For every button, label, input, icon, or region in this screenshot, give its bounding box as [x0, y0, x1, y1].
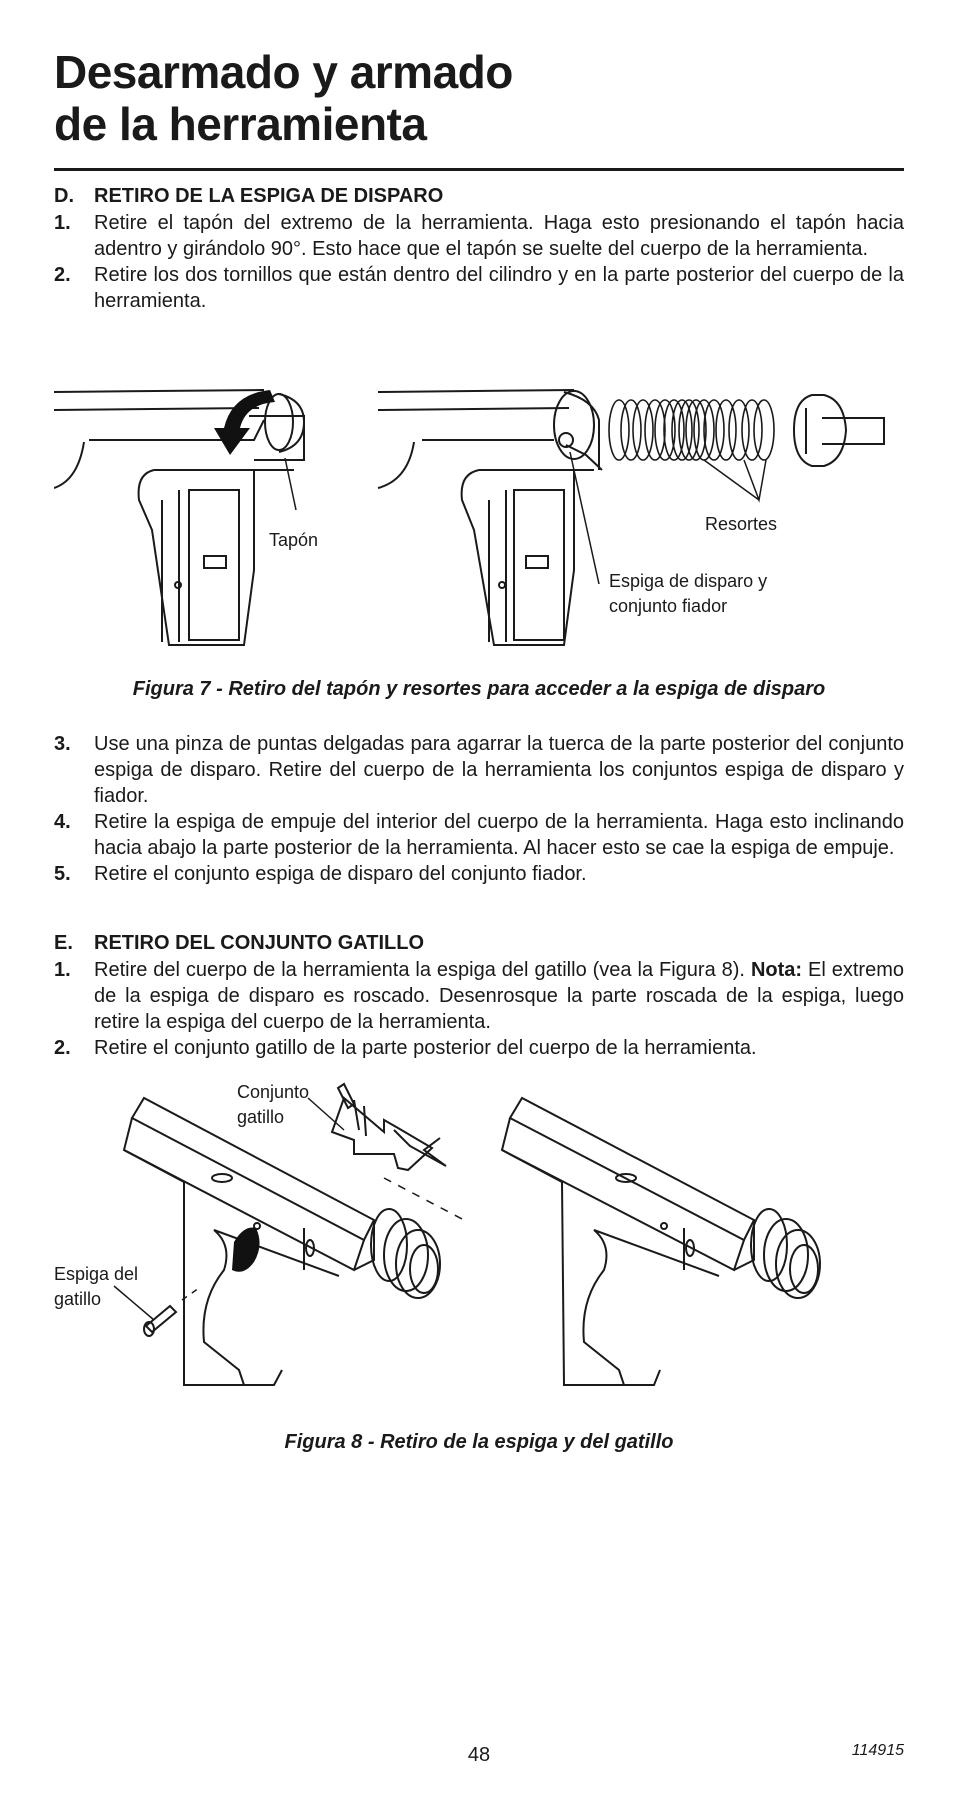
figure-7: Tapón [54, 360, 904, 660]
page-title-line1: Desarmado y armado [54, 46, 513, 98]
tool-left-drawing [54, 389, 306, 646]
figure-7-illustration: Tapón [54, 389, 885, 646]
end-cap-drawing [792, 394, 885, 467]
label-espiga-gatillo-line1: Espiga del [54, 1264, 138, 1284]
title-rule [54, 168, 904, 171]
section-d-title: RETIRO DE LA ESPIGA DE DISPARO [94, 185, 444, 207]
step-item: 2. Retire el conjunto gatillo de la part… [54, 1035, 904, 1061]
step-text: Retire del cuerpo de la herramienta la e… [94, 959, 745, 981]
label-espiga-gatillo-line2: gatillo [54, 1289, 101, 1309]
manual-page: Desarmado y armado de la herramienta D. R… [54, 0, 904, 1802]
note-label: Nota: [750, 959, 803, 981]
trigger-assembly-drawing [307, 1082, 465, 1221]
step-number: 1. [54, 959, 71, 981]
section-d-steps-continued: 3. Use una pinza de puntas delgadas para… [54, 731, 904, 887]
label-espiga-line2: conjunto fiador [609, 596, 727, 616]
step-item: 1. Retire del cuerpo de la herramienta l… [54, 957, 904, 1035]
label-conjunto-line1: Conjunto [237, 1082, 309, 1102]
document-code: 114915 [851, 1742, 904, 1759]
figure-8: Conjunto gatillo Espiga del gatillo [54, 1080, 904, 1420]
label-tapon: Tapón [269, 530, 318, 550]
step-text: Retire el conjunto gatillo de la parte p… [94, 1037, 757, 1059]
step-text: Retire el tapón del extremo de la herram… [94, 212, 904, 260]
trigger-icon [232, 1227, 260, 1272]
label-resortes: Resortes [705, 514, 777, 534]
section-e-letter: E. [54, 932, 73, 954]
section-e-title: RETIRO DEL CONJUNTO GATILLO [94, 932, 425, 954]
step-number: 1. [54, 212, 71, 234]
step-number: 2. [54, 264, 71, 286]
section-d-letter: D. [54, 185, 74, 207]
step-number: 3. [54, 733, 71, 755]
step-number: 5. [54, 863, 71, 885]
label-conjunto-line2: gatillo [237, 1107, 284, 1127]
figure-8-illustration: Conjunto gatillo Espiga del gatillo [54, 1082, 821, 1386]
page-title-line2: de la herramienta [54, 98, 427, 150]
section-e-heading: E. RETIRO DEL CONJUNTO GATILLO [54, 930, 424, 956]
page-title: Desarmado y armado de la herramienta [54, 46, 904, 150]
figure-7-caption: Figura 7 - Retiro del tapón y resortes p… [132, 678, 826, 700]
section-e-steps: 1. Retire del cuerpo de la herramienta l… [54, 957, 904, 1061]
trigger-pin-drawing [113, 1285, 200, 1337]
step-text: Retire el conjunto espiga de disparo del… [94, 863, 587, 885]
step-item: 1. Retire el tapón del extremo de la her… [54, 210, 904, 262]
step-text: Retire la espiga de empuje del interior … [94, 811, 904, 859]
rotate-arrow-icon [214, 390, 275, 455]
step-item: 3. Use una pinza de puntas delgadas para… [54, 731, 904, 809]
tool-with-trigger-drawing [122, 1096, 441, 1386]
section-d-heading: D. RETIRO DE LA ESPIGA DE DISPARO [54, 183, 443, 209]
step-number: 2. [54, 1037, 71, 1059]
step-item: 2. Retire los dos tornillos que están de… [54, 262, 904, 314]
tool-right-drawing [377, 389, 603, 646]
step-item: 4. Retire la espiga de empuje del interi… [54, 809, 904, 861]
tool-body-drawing [500, 1096, 821, 1386]
page-number: 48 [467, 1744, 491, 1766]
step-text: Retire los dos tornillos que están dentr… [94, 264, 904, 312]
springs-drawing [608, 399, 775, 503]
step-number: 4. [54, 811, 71, 833]
step-item: 5. Retire el conjunto espiga de disparo … [54, 861, 904, 887]
label-espiga-line1: Espiga de disparo y [609, 571, 767, 591]
step-text-continued: El extremo de la espiga de disparo es ro… [94, 959, 904, 1033]
figure-8-caption: Figura 8 - Retiro de la espiga y del gat… [284, 1431, 674, 1453]
section-d-steps: 1. Retire el tapón del extremo de la her… [54, 210, 904, 314]
step-text: Use una pinza de puntas delgadas para ag… [94, 733, 904, 807]
